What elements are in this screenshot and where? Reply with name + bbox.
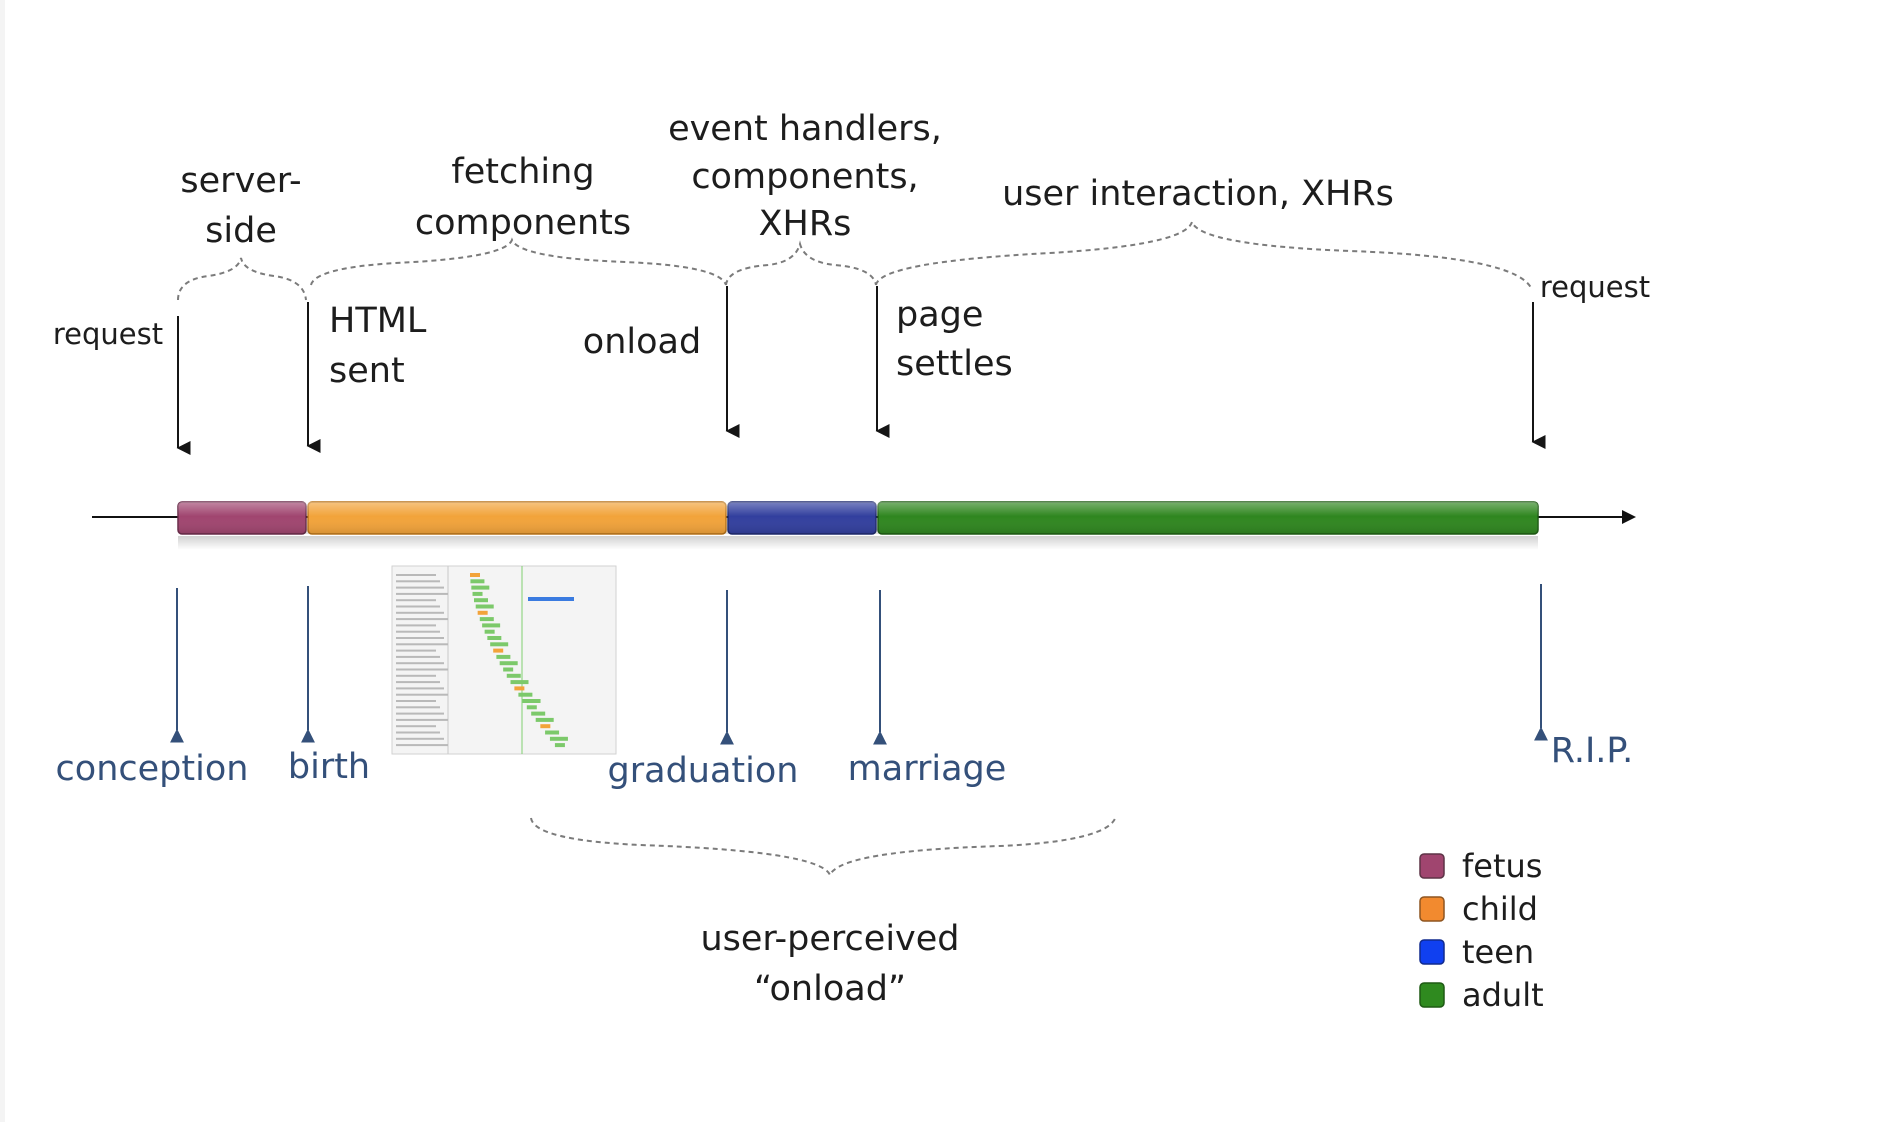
brace-user-perceived: [530, 815, 1117, 878]
label-user-perceived-2: “onload”: [754, 969, 906, 1009]
label-user-perceived-1: user-perceived: [700, 919, 959, 959]
legend-label-adult: adult: [1462, 976, 1544, 1014]
event-markers: request HTML sent onload page settles re…: [53, 270, 1650, 455]
brace-fetching: [310, 237, 727, 286]
label-page-settles-1: page: [896, 295, 983, 335]
user-perceived-label: user-perceived “onload”: [700, 919, 959, 1009]
label-birth: birth: [288, 747, 370, 787]
label-html-sent-2: sent: [329, 351, 405, 391]
legend-swatch-fetus: [1419, 853, 1445, 879]
label-marriage: marriage: [848, 749, 1007, 789]
label-fetching-1: fetching: [451, 152, 594, 192]
label-html-sent-1: HTML: [329, 301, 427, 341]
legend-swatch-adult: [1419, 982, 1445, 1008]
legend-swatch-child: [1419, 896, 1445, 922]
label-event-handlers-2: components,: [691, 157, 918, 197]
brace-user-interaction: [875, 218, 1533, 291]
label-server-side-1: server-: [180, 161, 301, 201]
legend-swatch-teen: [1419, 939, 1445, 965]
legend-label-child: child: [1462, 890, 1538, 928]
label-request-end: request: [1540, 270, 1650, 304]
phase-labels: server- side fetching components event h…: [180, 109, 1394, 251]
brace-event-handlers: [725, 240, 877, 286]
life-markers: conception birth graduation marriage R.I…: [56, 584, 1633, 791]
label-fetching-2: components: [415, 203, 631, 243]
label-event-handlers-1: event handlers,: [668, 109, 942, 149]
label-server-side-2: side: [205, 211, 277, 251]
phase-bars: [177, 501, 1539, 550]
label-user-interaction: user interaction, XHRs: [1002, 174, 1394, 214]
legend-label-teen: teen: [1462, 933, 1534, 971]
label-graduation: graduation: [608, 751, 799, 791]
phase-braces: [177, 218, 1533, 878]
label-conception: conception: [56, 749, 249, 789]
label-event-handlers-3: XHRs: [759, 204, 852, 244]
waterfall-thumbnail-icon: [391, 565, 617, 755]
label-request-start: request: [53, 317, 163, 351]
brace-server-side: [177, 257, 307, 301]
label-page-settles-2: settles: [896, 344, 1013, 384]
diagram-panel: [5, 0, 1902, 1122]
legend-label-fetus: fetus: [1462, 847, 1542, 885]
label-onload: onload: [583, 322, 701, 362]
label-rip: R.I.P.: [1551, 731, 1633, 771]
legend: fetus child teen adult: [1419, 847, 1544, 1014]
bar-shadow: [178, 536, 1538, 550]
